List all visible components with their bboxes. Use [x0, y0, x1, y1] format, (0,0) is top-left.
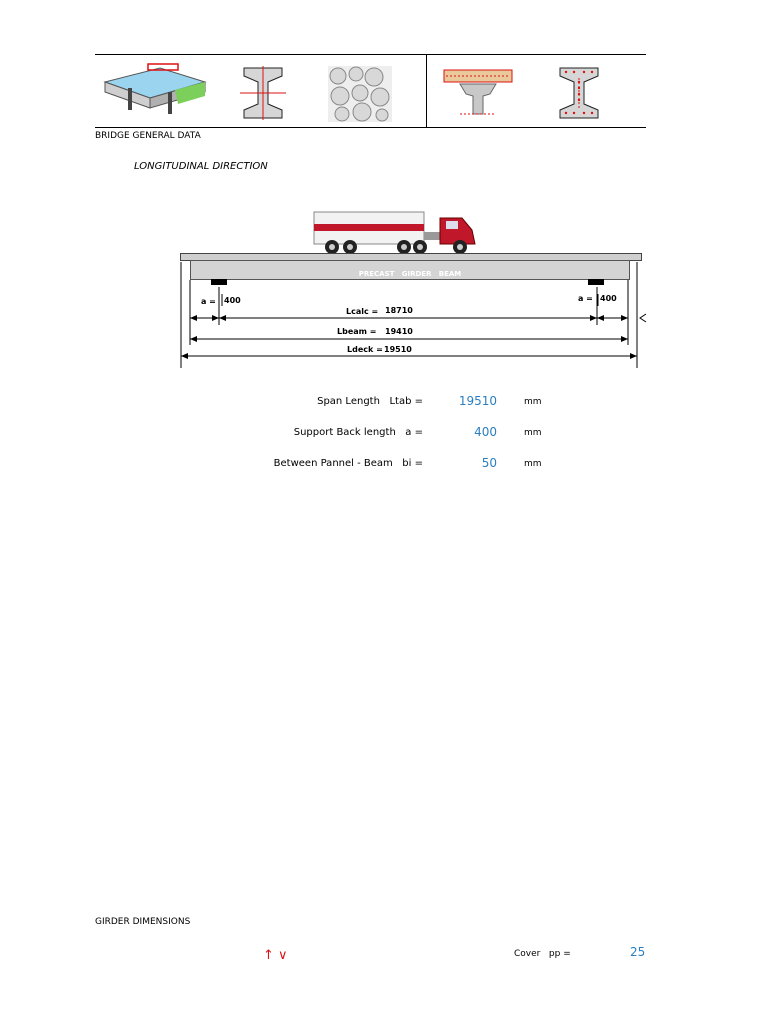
beam-label: PRECAST GIRDER BEAM	[358, 270, 462, 278]
a-value-right: 400	[600, 294, 617, 303]
i-beam-reinforcement-icon	[559, 67, 599, 119]
support-back-length-unit: mm	[524, 428, 542, 438]
a-value-left: 400	[224, 296, 241, 305]
header-bottom-rule	[95, 127, 646, 128]
a-label-right: a =	[578, 294, 593, 303]
panel-beam-gap-value[interactable]: 50	[481, 456, 497, 470]
panel-beam-gap-label: Between Pannel - Beam bi =	[273, 458, 423, 469]
truck-icon	[313, 211, 476, 254]
aggregate-stones-icon	[328, 66, 392, 122]
dimension-lines	[180, 262, 647, 368]
header-divider	[426, 54, 427, 127]
support-back-length-value[interactable]: 400	[474, 425, 497, 439]
span-length-label: Span Length Ltab =	[317, 396, 423, 407]
cover-value[interactable]: 25	[630, 945, 646, 959]
lbeam-label: Lbeam =	[337, 327, 377, 336]
lcalc-label: Lcalc =	[346, 307, 379, 316]
section-title-girder: GIRDER DIMENSIONS	[95, 917, 191, 927]
bearing-left	[211, 279, 227, 285]
section-title-bridge: BRIDGE GENERAL DATA	[95, 131, 201, 141]
longitudinal-subtitle: LONGITUDINAL DIRECTION	[134, 161, 268, 172]
support-back-length-label: Support Back length a =	[293, 427, 423, 438]
span-length-value[interactable]: 19510	[458, 394, 497, 408]
cover-label: Cover pp =	[514, 949, 571, 959]
deck-pier-section-icon	[443, 69, 513, 115]
ldeck-value: 19510	[384, 345, 412, 354]
a-label-left: a =	[201, 297, 216, 306]
header-top-rule	[95, 54, 646, 55]
span-length-unit: mm	[524, 397, 542, 407]
panel-beam-gap-unit: mm	[524, 459, 542, 469]
i-beam-section-icon	[240, 66, 286, 120]
lbeam-value: 19410	[385, 327, 413, 336]
arrow-icons[interactable]: ↑ ∨	[263, 948, 288, 963]
precast-girder-beam: PRECAST GIRDER BEAM	[190, 260, 630, 280]
bridge-sketch-icon	[103, 63, 207, 114]
ldeck-label: Ldeck =	[347, 345, 383, 354]
bearing-right	[588, 279, 604, 285]
lcalc-value: 18710	[385, 306, 413, 315]
